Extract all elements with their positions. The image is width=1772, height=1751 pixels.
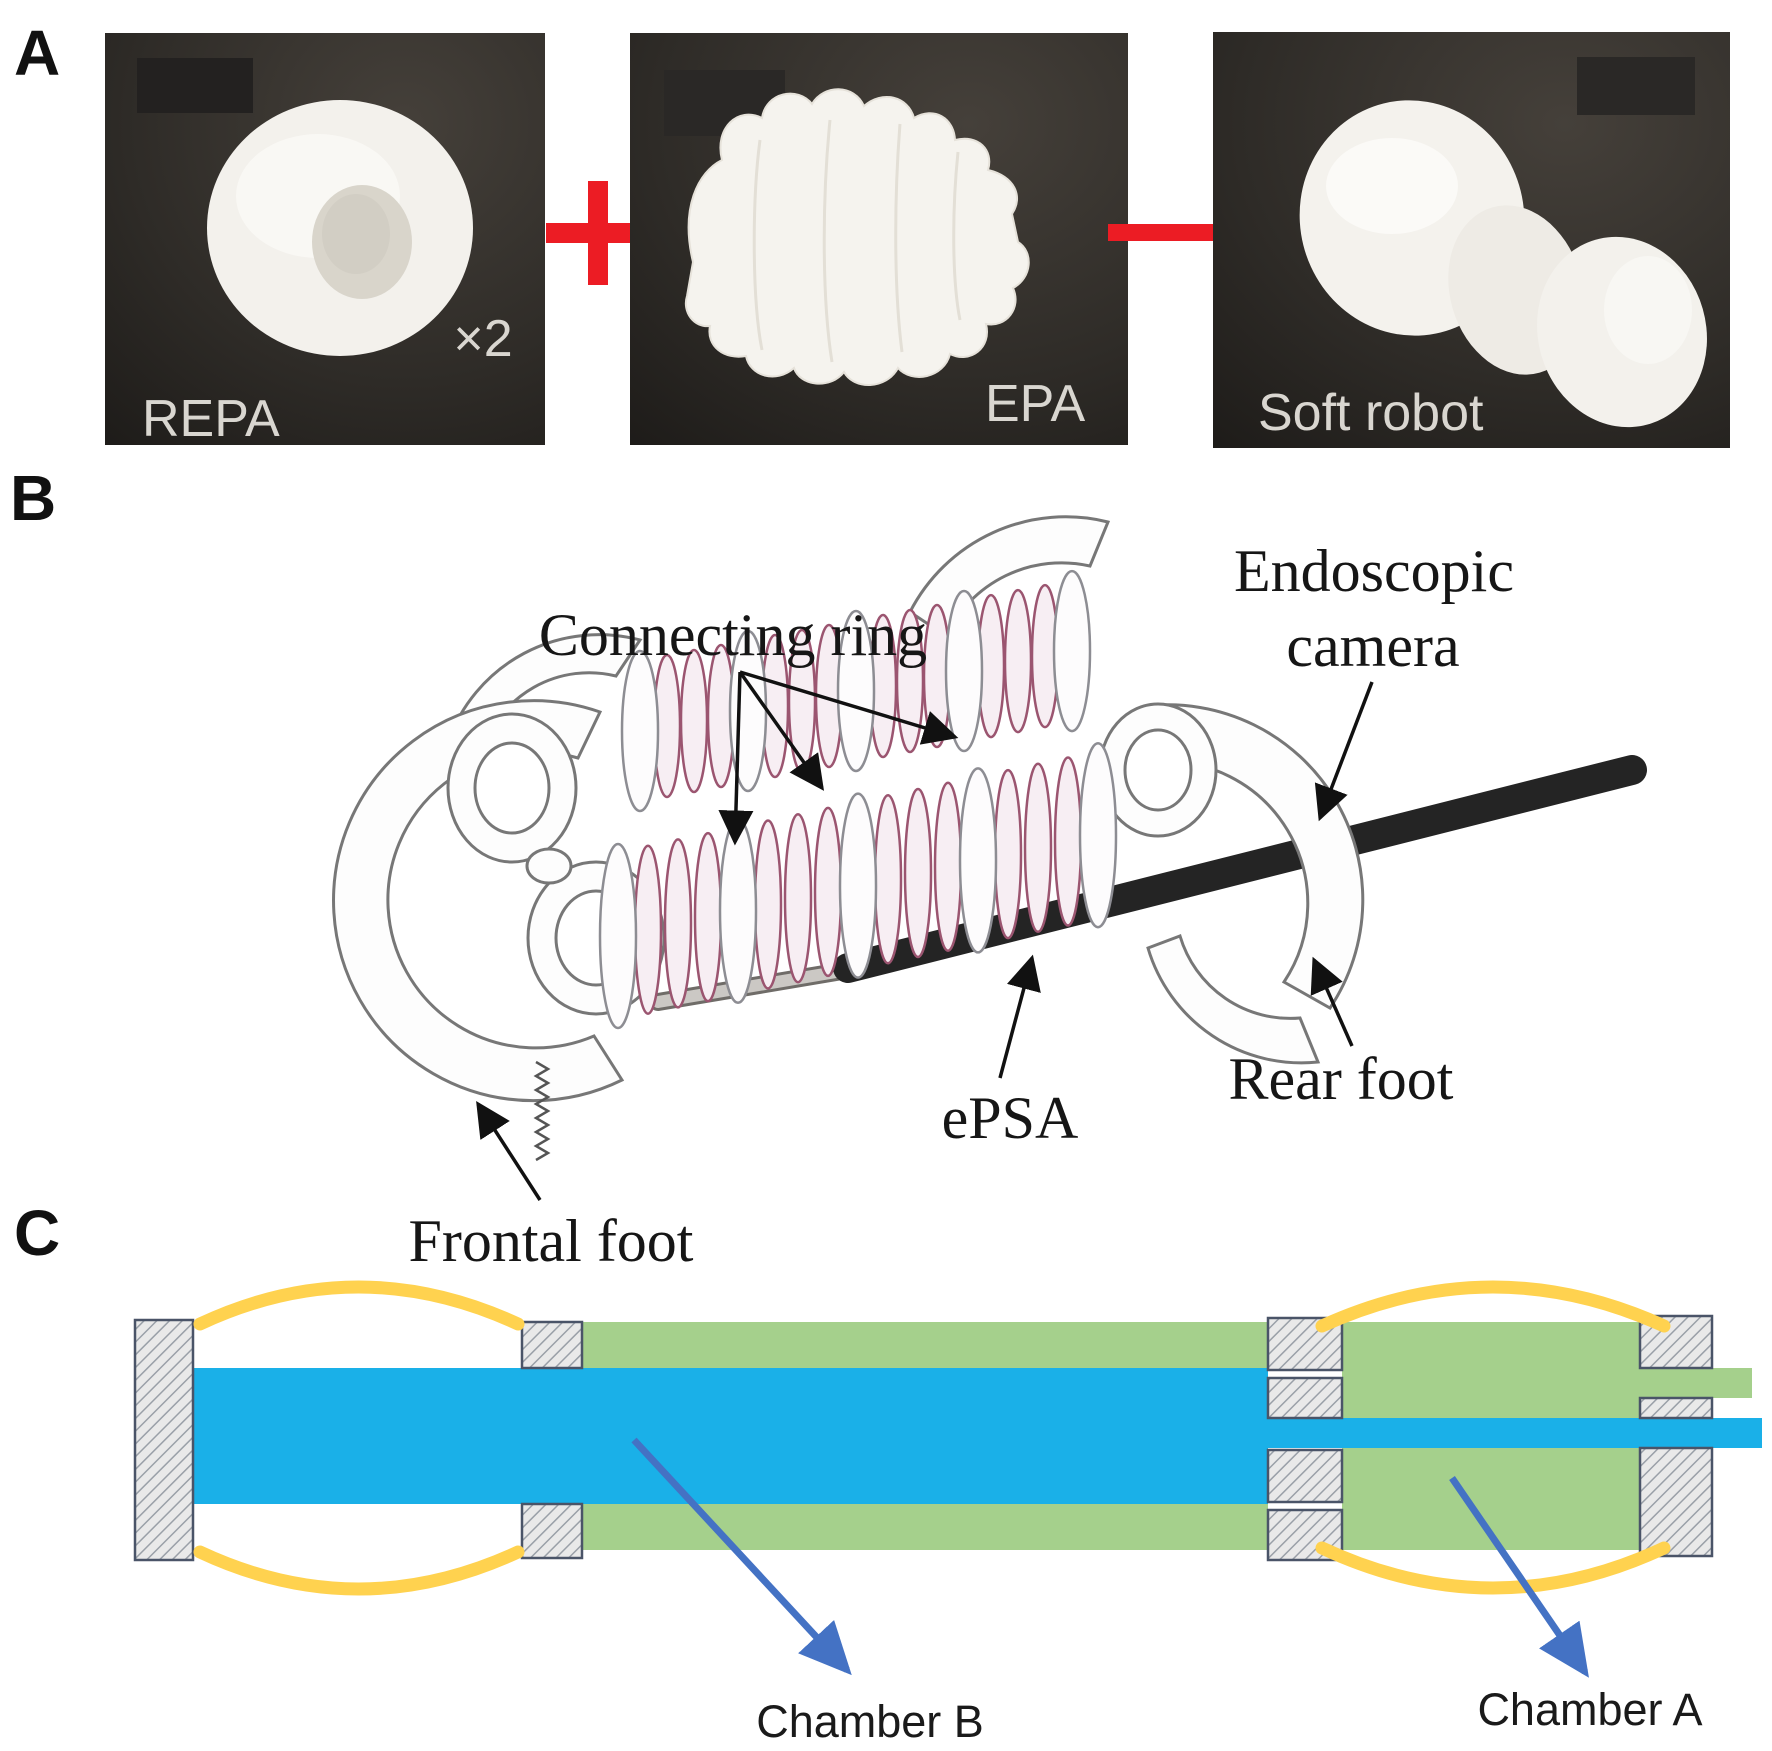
- camera-channel-tube: [1268, 1418, 1762, 1448]
- right-end-block-mid: [1638, 1396, 1714, 1420]
- membrane-right-bottom: [1315, 1541, 1671, 1595]
- left-end-block: [133, 1318, 195, 1562]
- redaction-box: [1577, 57, 1695, 115]
- epa-bellows-creases: [752, 119, 962, 363]
- photo-robot: Soft robot: [1213, 32, 1730, 448]
- membrane-right-top: [1315, 1280, 1671, 1333]
- connecting-ring-label: Connecting ring: [539, 602, 927, 668]
- epa-part-photo: [684, 88, 1030, 386]
- rear-foot-label: Rear foot: [1229, 1046, 1454, 1112]
- bellows-coil: [1003, 588, 1033, 734]
- photo-robot-caption: Soft robot: [1258, 384, 1484, 442]
- connecting-ring: [620, 649, 660, 813]
- mid-block-2: [1266, 1376, 1344, 1420]
- photo-repa-caption: REPA: [142, 390, 280, 448]
- panel-b-letter: B: [10, 462, 56, 534]
- chamber-b-arrow: [631, 1437, 852, 1676]
- connecting-ring: [836, 609, 876, 773]
- repa-part-photo: [207, 100, 473, 356]
- plus-icon: [546, 181, 650, 285]
- epsa-label: ePSA: [942, 1085, 1079, 1151]
- chamber-a-inlet-tube: [1640, 1368, 1752, 1398]
- endoscopic-camera-label-line1: Endoscopic: [1234, 538, 1514, 604]
- frontal-foot-drawing: [332, 633, 666, 1162]
- redaction-box: [137, 58, 253, 113]
- mid-block-3: [1266, 1448, 1344, 1504]
- endoscopic-camera-label-line2: camera: [1286, 613, 1459, 679]
- bellows-coil: [933, 781, 963, 952]
- elastic-membranes: [193, 1280, 1671, 1596]
- connector-bottom-block: [520, 1502, 584, 1560]
- connecting-ring: [598, 842, 638, 1030]
- panel-c: C: [14, 1197, 1762, 1747]
- frontal-foot-label: Frontal foot: [409, 1208, 694, 1274]
- bellows-coil: [693, 831, 723, 1003]
- bellows-coil: [993, 768, 1023, 940]
- connecting-ring: [1052, 569, 1092, 733]
- photo-epa-caption: EPA: [985, 375, 1086, 433]
- repa-quantity: ×2: [453, 310, 512, 368]
- foot-serration: [533, 1060, 551, 1162]
- membrane-left-top: [193, 1280, 525, 1331]
- bellows-coil: [873, 794, 903, 965]
- photo-repa: REPA ×2: [105, 33, 545, 448]
- chamber-b-label: Chamber B: [756, 1696, 984, 1747]
- chamber-b-body: [193, 1368, 1268, 1504]
- camera-shaft: [652, 964, 854, 1008]
- soft-robot-photo: [1299, 100, 1707, 428]
- connecting-ring: [718, 817, 758, 1005]
- panel-b: B: [10, 462, 1647, 1274]
- bellows-coil: [663, 838, 693, 1009]
- bellows-coil: [1023, 762, 1053, 934]
- chamber-a-arrow: [1449, 1476, 1589, 1678]
- panel-a: A REPA ×2 EPA: [14, 17, 1730, 448]
- membrane-left-bottom: [193, 1545, 525, 1596]
- panel-a-letter: A: [14, 17, 60, 89]
- bellows-coil: [679, 648, 709, 794]
- bellows-coil: [1053, 756, 1083, 927]
- epsa-bellows-upper: [620, 569, 1092, 813]
- connecting-ring: [958, 767, 998, 954]
- panel-c-letter: C: [14, 1197, 60, 1269]
- chamber-a-label: Chamber A: [1477, 1684, 1702, 1735]
- photo-epa: EPA: [630, 33, 1128, 445]
- bellows-coil: [633, 844, 663, 1015]
- bellows-coil: [813, 806, 843, 978]
- bellows-coil: [783, 812, 813, 984]
- connecting-ring: [944, 589, 984, 753]
- connecting-ring: [838, 792, 878, 979]
- connector-top-block: [520, 1320, 584, 1370]
- connecting-ring: [1078, 741, 1118, 929]
- epsa-bellows-lower: [598, 741, 1118, 1030]
- bellows-coil: [753, 819, 783, 990]
- right-end-block-bottom: [1638, 1446, 1714, 1558]
- bellows-coil: [903, 787, 933, 959]
- panel-b-leaders: [476, 670, 1374, 1201]
